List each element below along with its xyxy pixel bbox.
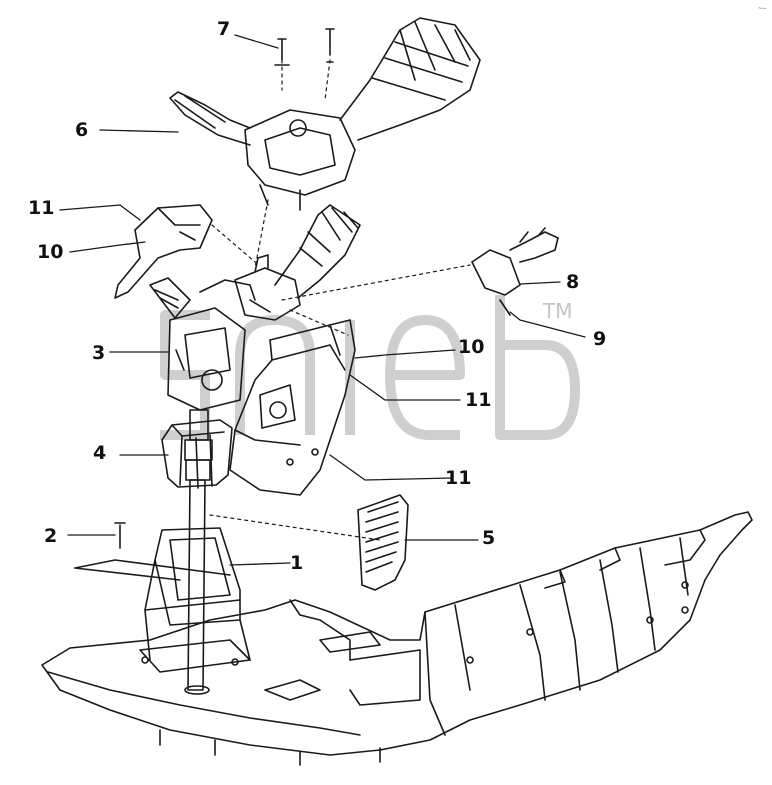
part-10-lower-shroud — [229, 319, 356, 496]
corner-mark: ~- — [757, 3, 766, 13]
callout-5: 5 — [482, 527, 496, 549]
callout-3: 3 — [92, 342, 106, 364]
callout-4: 4 — [93, 442, 107, 464]
steering-column — [184, 409, 213, 695]
part-5-grille — [357, 494, 409, 591]
part-10-upper-shroud-left — [114, 204, 213, 299]
part-8-switch — [471, 227, 559, 316]
part-4-lower-sleeve — [161, 419, 233, 489]
callout-2: 2 — [44, 525, 58, 547]
callout-10-left: 10 — [37, 241, 64, 263]
callout-8: 8 — [566, 271, 580, 293]
part-1-column-bracket — [74, 527, 251, 666]
part-2-screw — [114, 522, 126, 549]
callout-11-top: 11 — [28, 197, 55, 219]
callout-11-middle: 11 — [465, 389, 492, 411]
assembly-axes — [209, 59, 471, 541]
part-6-combination-switch — [169, 17, 481, 211]
part-7-screws — [274, 28, 335, 66]
callout-1: 1 — [290, 552, 304, 574]
callout-11-bottom: 11 — [445, 467, 472, 489]
callout-7: 7 — [217, 18, 231, 40]
floor-panel — [41, 511, 753, 766]
callout-6: 6 — [75, 119, 89, 141]
callout-10-right: 10 — [458, 336, 485, 358]
part-3-ignition-switch — [149, 277, 256, 411]
callout-9: 9 — [593, 328, 607, 350]
combination-switch-middle — [234, 204, 361, 321]
trademark-sign: TM — [543, 299, 573, 323]
leader-lines — [59, 34, 586, 566]
